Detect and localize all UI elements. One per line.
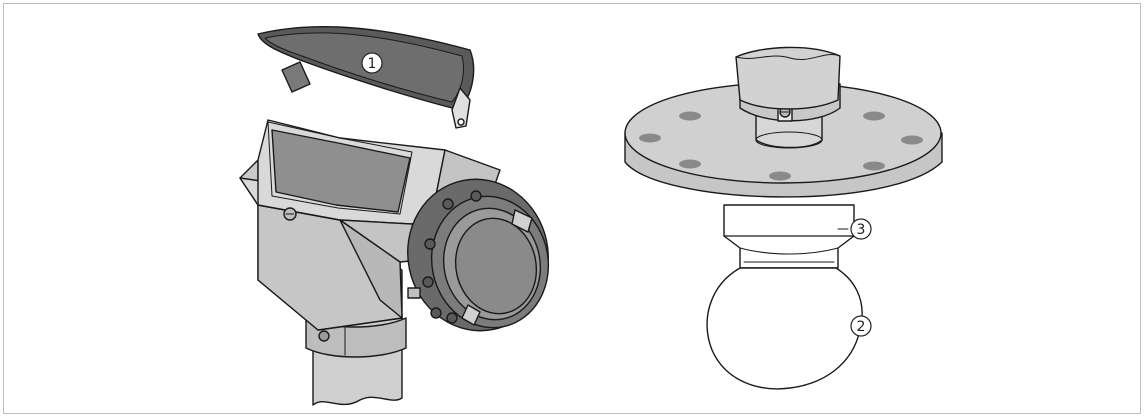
terminal-cover <box>407 178 550 332</box>
drop-lens <box>706 267 863 390</box>
transmitter-housing <box>239 25 550 406</box>
flange-bolt-holes <box>639 111 923 181</box>
sun-cover <box>257 25 475 129</box>
diagram-frame <box>3 3 1141 414</box>
display-window <box>271 129 411 213</box>
callout-3: 3 <box>850 218 872 240</box>
svg-text:2: 2 <box>857 319 866 335</box>
callout-2: 2 <box>850 315 872 337</box>
housing-stub <box>735 46 841 110</box>
svg-text:3: 3 <box>857 222 866 238</box>
callout-1: 1 <box>361 52 383 74</box>
stem-screw <box>318 330 330 342</box>
svg-text:1: 1 <box>368 56 377 72</box>
flange-antenna <box>624 46 943 390</box>
